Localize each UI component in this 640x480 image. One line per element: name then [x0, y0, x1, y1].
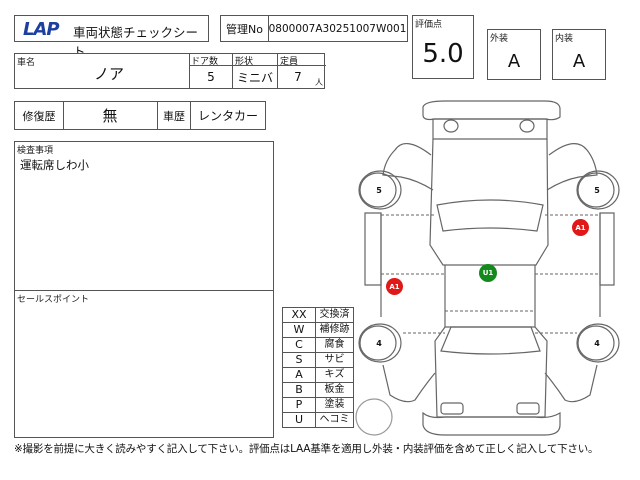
- lap-logo: LAP: [23, 19, 60, 40]
- damage-marker-u1-roof[interactable]: U1: [479, 264, 497, 282]
- inspection-text: 運転席しわ小: [20, 158, 89, 172]
- title-box: LAP 車両状態チェックシート: [14, 15, 209, 59]
- shape-label: 形状: [235, 57, 254, 67]
- overall-score-label: 評価点: [415, 20, 443, 30]
- management-number-label: 管理No: [221, 16, 269, 41]
- inspection-box: 検査事項 運転席しわ小: [14, 141, 274, 291]
- tire-rear-right-value: 4: [594, 338, 600, 348]
- car-name-label: 車名: [17, 58, 36, 68]
- exterior-grade-box: 外装 A: [487, 29, 541, 80]
- overall-score-value: 5.0: [422, 39, 464, 69]
- doors-value: 5: [207, 70, 215, 84]
- history-box: 修復歴 無 車歴 レンタカー: [14, 101, 266, 130]
- footer-note: ※撮影を前提に大きく読みやすく記入して下さい。評価点はLAA基準を適用し外装・内…: [14, 443, 599, 455]
- tire-rear-left-value: 4: [376, 338, 382, 348]
- damage-marker-a1-right[interactable]: A1: [572, 219, 589, 236]
- doors-label: ドア数: [191, 57, 219, 67]
- capacity-value: 7: [294, 70, 302, 84]
- sales-points-box: セールスポイント: [14, 290, 274, 438]
- car-damage-diagram: [355, 100, 620, 436]
- interior-grade-label: 内装: [555, 34, 574, 44]
- tire-front-left-value: 5: [376, 185, 382, 195]
- exterior-grade-value: A: [507, 50, 521, 72]
- car-history-value: レンタカー: [197, 109, 258, 123]
- inspection-label: 検査事項: [17, 146, 54, 156]
- capacity-label: 定員: [280, 57, 299, 67]
- overall-score-box: 評価点 5.0: [412, 15, 474, 79]
- capacity-unit: 人: [315, 78, 323, 87]
- interior-grade-value: A: [572, 50, 586, 72]
- shape-value: ミニバ: [236, 70, 273, 85]
- repair-history-value: 無: [63, 102, 158, 129]
- management-number-box: 管理No 0800007A30251007W001: [220, 15, 408, 42]
- sales-points-label: セールスポイント: [17, 295, 90, 305]
- tire-front-right-value: 5: [594, 185, 600, 195]
- repair-history-label: 修復歴: [15, 102, 64, 129]
- vehicle-info-box: 車名 ノア ドア数 5 形状 ミニバ 定員 7 人: [14, 53, 326, 89]
- interior-grade-box: 内装 A: [552, 29, 606, 80]
- damage-marker-a1-left[interactable]: A1: [386, 278, 403, 295]
- management-number-value: 0800007A30251007W001: [268, 22, 407, 35]
- exterior-grade-label: 外装: [490, 34, 509, 44]
- car-history-label: 車歴: [158, 102, 191, 129]
- car-name-value: ノア: [93, 64, 124, 83]
